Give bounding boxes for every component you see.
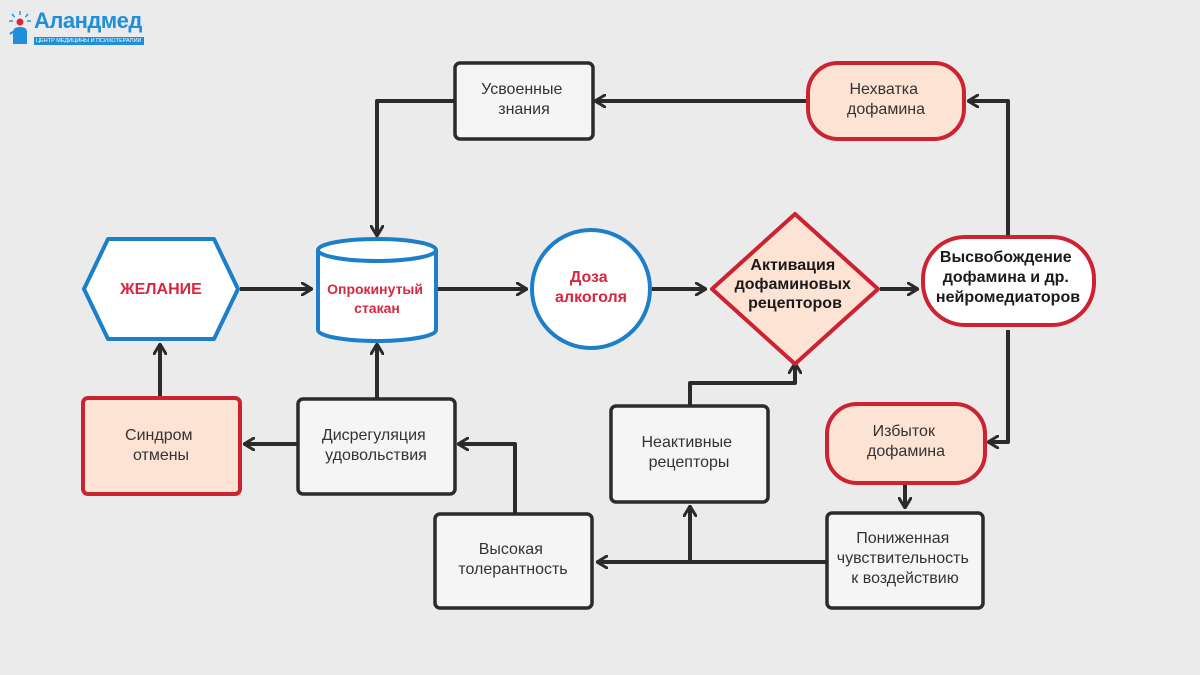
logo-person-icon [9, 11, 31, 44]
glass-label-line1: Опрокинутый [327, 281, 423, 297]
shortage-label-line1: Нехватка [850, 81, 919, 98]
excess-label-line1: Избыток [873, 423, 936, 440]
tolerance-label-line2: толерантность [458, 561, 567, 578]
lowered-label-line1: Пониженная [856, 530, 949, 547]
dysregulation-label-line2: удовольствия [325, 447, 427, 464]
arrow-knowledge-to-glass [377, 99, 455, 236]
node-glass: Опрокинутый стакан [316, 237, 438, 343]
svg-text:Опрокинутый стакан: Опрокинутый стакан [327, 281, 427, 316]
shortage-label-line2: дофамина [847, 101, 925, 118]
node-release: Высвобождение дофамина и др. нейромедиат… [921, 235, 1096, 327]
node-excess: Избыток дофамина [825, 402, 987, 485]
node-dysregulation: Дисрегуляция удовольствия [296, 397, 457, 496]
svg-text:Доза алкоголя: Доза алкоголя [555, 269, 627, 306]
tolerance-label-line1: Высокая [479, 541, 543, 558]
svg-text:Высокая толерантность: Высокая толерантность [458, 541, 567, 578]
lowered-label-line3: к воздействию [851, 570, 958, 587]
svg-text:Дисрегуляция удовольстви: Дисрегуляция удовольствия [322, 427, 430, 464]
svg-text:Синдром отмены: Синдром отмены [125, 427, 197, 464]
arrow-tolerance-to-dysregulation [458, 444, 517, 513]
svg-text:Усвоенные знания: Усвоенные знания [481, 81, 567, 118]
glass-label-line2: стакан [354, 300, 400, 316]
node-dose: Доза алкоголя [530, 228, 652, 350]
activation-label-line1: Активация [750, 257, 835, 274]
arrow-release-to-shortage [968, 101, 1010, 235]
activation-label-line3: рецепторов [748, 295, 842, 312]
lowered-label-line2: чувствительность [837, 550, 969, 567]
withdrawal-label-line2: отмены [133, 447, 189, 464]
node-lowered-sensitivity: Пониженная чувствительность к воздействи… [825, 511, 985, 610]
inactive-label-line2: рецепторы [649, 454, 730, 471]
arrow-inactive-to-activation [688, 363, 795, 405]
excess-label-line2: дофамина [867, 443, 945, 460]
inactive-label-line1: Неактивные [642, 434, 733, 451]
svg-text:Высвобождение дофамина и: Высвобождение дофамина и др. нейромедиат… [936, 249, 1080, 306]
arrow-release-to-excess [988, 330, 1010, 442]
logo: Аландмед ЦЕНТР МЕДИЦИНЫ И ПСИХОТЕРАПИИ [6, 6, 144, 50]
logo-subtitle: ЦЕНТР МЕДИЦИНЫ И ПСИХОТЕРАПИИ [34, 37, 144, 45]
node-knowledge: Усвоенные знания [453, 61, 595, 141]
svg-text:Избыток дофамина: Избыток дофамина [867, 423, 945, 460]
dysregulation-label-line1: Дисрегуляция [322, 427, 426, 444]
logo-name: Аландмед [34, 8, 142, 33]
withdrawal-label-line1: Синдром [125, 427, 192, 444]
svg-text:ЖЕЛАНИЕ: ЖЕЛАНИЕ [119, 281, 202, 298]
dose-label-line1: Доза [570, 269, 608, 286]
desire-label: ЖЕЛАНИЕ [119, 281, 202, 298]
node-desire: ЖЕЛАНИЕ [82, 237, 240, 341]
knowledge-label-line1: Усвоенные [481, 81, 562, 98]
dose-label-line2: алкоголя [555, 289, 627, 306]
svg-text:Нехватка дофамина: Нехватка дофамина [847, 81, 925, 118]
release-label-line2: дофамина и др. [943, 269, 1069, 286]
svg-text:Пониженная чувствительно: Пониженная чувствительность к воздействи… [837, 530, 973, 587]
svg-text:Неактивные рецепторы: Неактивные рецепторы [642, 434, 737, 471]
knowledge-label-line2: знания [498, 101, 550, 118]
release-label-line1: Высвобождение [940, 249, 1072, 266]
svg-text:Активация дофаминовых: Активация дофаминовых рецепторов [735, 257, 856, 312]
node-withdrawal: Синдром отмены [81, 396, 242, 496]
release-label-line3: нейромедиаторов [936, 289, 1080, 306]
node-shortage: Нехватка дофамина [806, 61, 966, 141]
node-high-tolerance: Высокая толерантность [433, 512, 594, 610]
node-inactive-receptors: Неактивные рецепторы [609, 404, 770, 504]
node-activation: Активация дофаминовых рецепторов [710, 212, 880, 366]
activation-label-line2: дофаминовых [735, 276, 851, 293]
